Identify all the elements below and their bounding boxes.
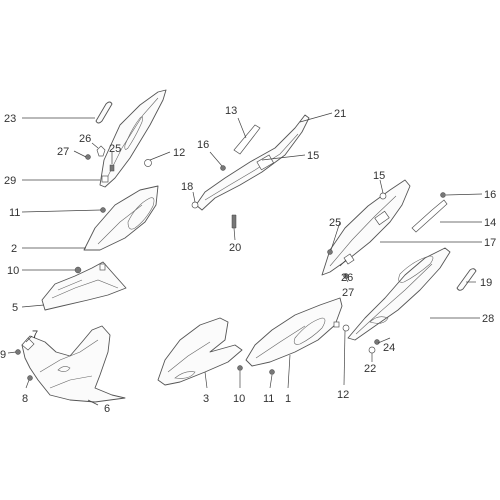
- part-10-screw-left: [74, 266, 82, 274]
- part-11-screw-middle: [269, 369, 275, 375]
- callout-10a: 10: [7, 265, 19, 277]
- callout-7: 7: [32, 329, 38, 341]
- part-25-screw: [109, 164, 115, 172]
- callout-24: 24: [383, 342, 395, 354]
- callout-13: 13: [225, 105, 237, 117]
- callout-17: 17: [484, 237, 496, 249]
- callout-9: 9: [0, 349, 6, 361]
- callout-15a: 15: [307, 150, 319, 162]
- callout-8: 8: [22, 393, 28, 405]
- part-22-grommet: [368, 346, 376, 354]
- callout-16a: 16: [197, 139, 209, 151]
- callout-15b: 15: [373, 170, 385, 182]
- callout-27b: 27: [342, 287, 354, 299]
- callout-22: 22: [364, 363, 376, 375]
- part-24-screw: [374, 339, 380, 345]
- callout-20: 20: [229, 242, 241, 254]
- part-29-upper-side-panel: [99, 89, 167, 188]
- part-10-screw-middle: [237, 365, 243, 371]
- part-16-screw-right: [440, 192, 446, 198]
- part-14-trim-strip: [411, 199, 448, 233]
- callout-21: 21: [334, 108, 346, 120]
- callout-18: 18: [181, 181, 193, 193]
- callout-11b: 11: [263, 393, 274, 405]
- part-8-screw: [27, 375, 33, 381]
- part-20-bolt: [231, 214, 237, 229]
- callout-11a: 11: [9, 207, 20, 219]
- callout-26a: 26: [79, 133, 91, 145]
- callout-28: 28: [482, 313, 494, 325]
- part-9-screw: [15, 349, 21, 355]
- callout-19: 19: [480, 277, 492, 289]
- part-28-rear-cover: [347, 247, 451, 341]
- callout-25a: 25: [109, 143, 121, 155]
- part-13-bracket: [233, 124, 261, 155]
- part-26-clip: [96, 145, 106, 157]
- part-26-clip-right: [343, 253, 355, 265]
- callout-23: 23: [4, 113, 16, 125]
- callout-12a: 12: [173, 147, 185, 159]
- callout-5: 5: [12, 302, 18, 314]
- part-7-bracket: [21, 337, 35, 351]
- part-16-screw-left: [220, 165, 226, 171]
- callout-16b: 16: [484, 189, 496, 201]
- callout-10b: 10: [233, 393, 245, 405]
- callout-14: 14: [484, 217, 496, 229]
- callout-29: 29: [4, 175, 16, 187]
- callout-1: 1: [285, 393, 291, 405]
- callout-12b: 12: [337, 389, 349, 401]
- callout-labels: 23 26 27 25 12 29 11 2 10 5 7 9 8 6 13 1…: [0, 105, 496, 415]
- part-1-central-side-cover: [245, 297, 343, 367]
- part-15-clip-right: [379, 192, 387, 200]
- part-27-screw: [85, 154, 91, 160]
- part-11-screw-left: [100, 207, 106, 213]
- callout-3: 3: [203, 393, 209, 405]
- part-12-grommet-right: [342, 324, 350, 332]
- callout-6: 6: [104, 403, 110, 415]
- callout-27a: 27: [57, 146, 69, 158]
- callout-2: 2: [11, 243, 17, 255]
- callout-25b: 25: [329, 217, 341, 229]
- leader-lines: [7, 112, 483, 406]
- part-2-side-cover: [83, 185, 159, 251]
- part-5-lower-side-panel: [41, 261, 127, 311]
- callout-26b: 26: [341, 272, 353, 284]
- part-23-grip: [95, 101, 113, 124]
- part-12-grommet-top: [144, 159, 152, 167]
- part-3-lower-middle-cover: [157, 317, 243, 386]
- part-19-grip-right: [456, 268, 477, 291]
- part-6-lower-fairing: [21, 325, 126, 403]
- part-18-grommet: [191, 201, 199, 209]
- part-25-screw-right: [327, 249, 333, 255]
